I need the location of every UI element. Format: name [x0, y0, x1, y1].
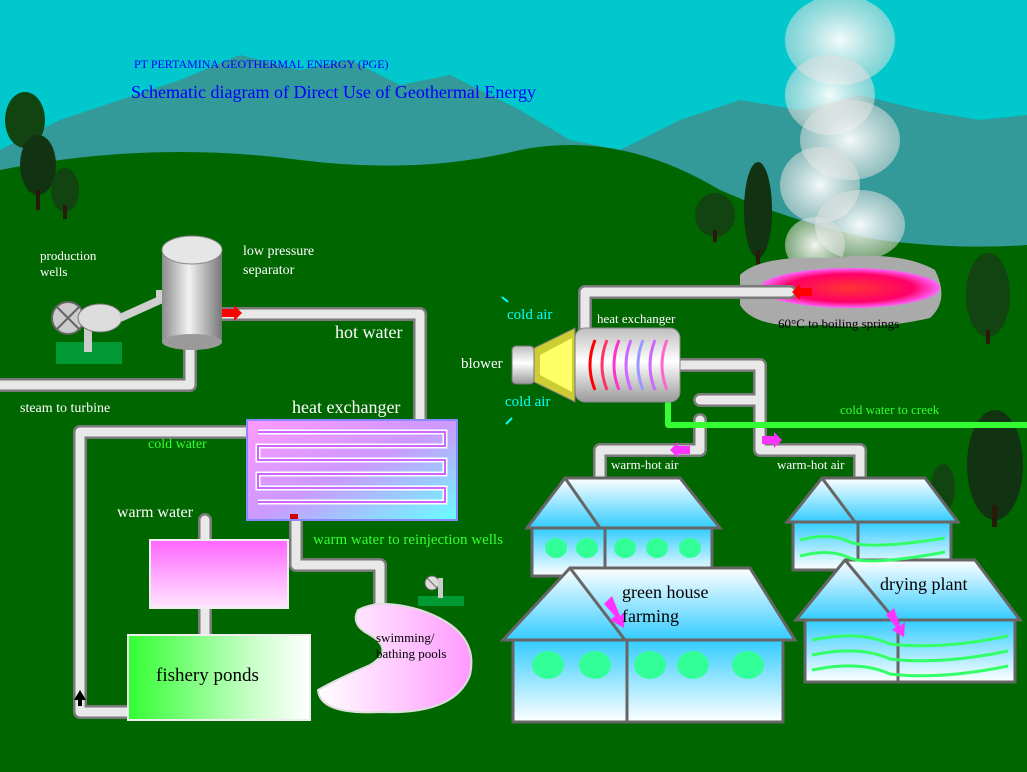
diagram-title: Schematic diagram of Direct Use of Geoth… [131, 82, 537, 102]
low-pressure-separator-label: low pressure separator [243, 244, 315, 278]
swimming-pools-label: swimming/ bathing pools [376, 630, 447, 661]
boiling-spring-pool [760, 268, 940, 308]
main-heat-exchanger [246, 419, 458, 521]
cold-water-label: cold water [148, 437, 207, 452]
tree-group-right [695, 162, 1023, 527]
green-house-farming-label: green house farming [622, 582, 709, 626]
warm-hot-air-right-label: warm-hot air [777, 457, 845, 472]
air-flow-arrows [604, 432, 905, 637]
air-heat-exchanger [574, 327, 681, 403]
production-wells-label: production wells [40, 248, 97, 279]
warm-hot-air-left-label: warm-hot air [611, 457, 679, 472]
drying-plant-label: drying plant [880, 574, 968, 594]
drying-racks [799, 535, 1009, 678]
steam-to-turbine-label: steam to turbine [20, 401, 111, 416]
cold-air-mark-top [501, 296, 509, 303]
reinjection-well [418, 575, 464, 606]
production-well [51, 290, 164, 364]
steam-plume [780, 0, 905, 273]
greenhouse-back [523, 476, 724, 578]
flow-arrow-small [290, 514, 298, 519]
warm-water-tank [149, 539, 289, 609]
boiling-springs-label: 60°C to boiling springs [778, 316, 900, 331]
cold-air-mark-bottom [505, 417, 513, 425]
creek-pipe [665, 397, 1027, 428]
fishery-ponds-tank [127, 634, 311, 721]
fishery-ponds-label: fishery ponds [156, 665, 259, 686]
blower-unit [511, 327, 576, 403]
organization-title: PT PERTAMINA GEOTHERMAL ENERGY (PGE) [134, 57, 389, 71]
warm-water-reinjection-label: warm water to reinjection wells [313, 532, 503, 548]
hot-water-label: hot water [335, 322, 403, 342]
greenhouse-plants [532, 538, 764, 679]
swimming-pool-shape [316, 603, 473, 714]
drying-plant-back [783, 476, 961, 572]
pipe-network [0, 285, 1027, 719]
blower-label: blower [461, 356, 503, 372]
low-pressure-separator-tank [161, 235, 223, 350]
tree-group-left [5, 92, 79, 219]
heat-exchanger-air-label: heat exchanger [597, 311, 676, 326]
heat-exchanger-main-label: heat exchanger [292, 397, 401, 417]
flow-arrow-spring [792, 284, 812, 300]
flow-arrow-hot-water [222, 305, 242, 321]
cold-water-to-creek-label: cold water to creek [840, 402, 940, 417]
cold-air-top-label: cold air [507, 307, 553, 323]
warm-water-label: warm water [117, 504, 193, 521]
cold-air-bottom-label: cold air [505, 394, 551, 410]
flow-arrow-up [74, 690, 86, 706]
greenhouse-front [499, 566, 798, 724]
